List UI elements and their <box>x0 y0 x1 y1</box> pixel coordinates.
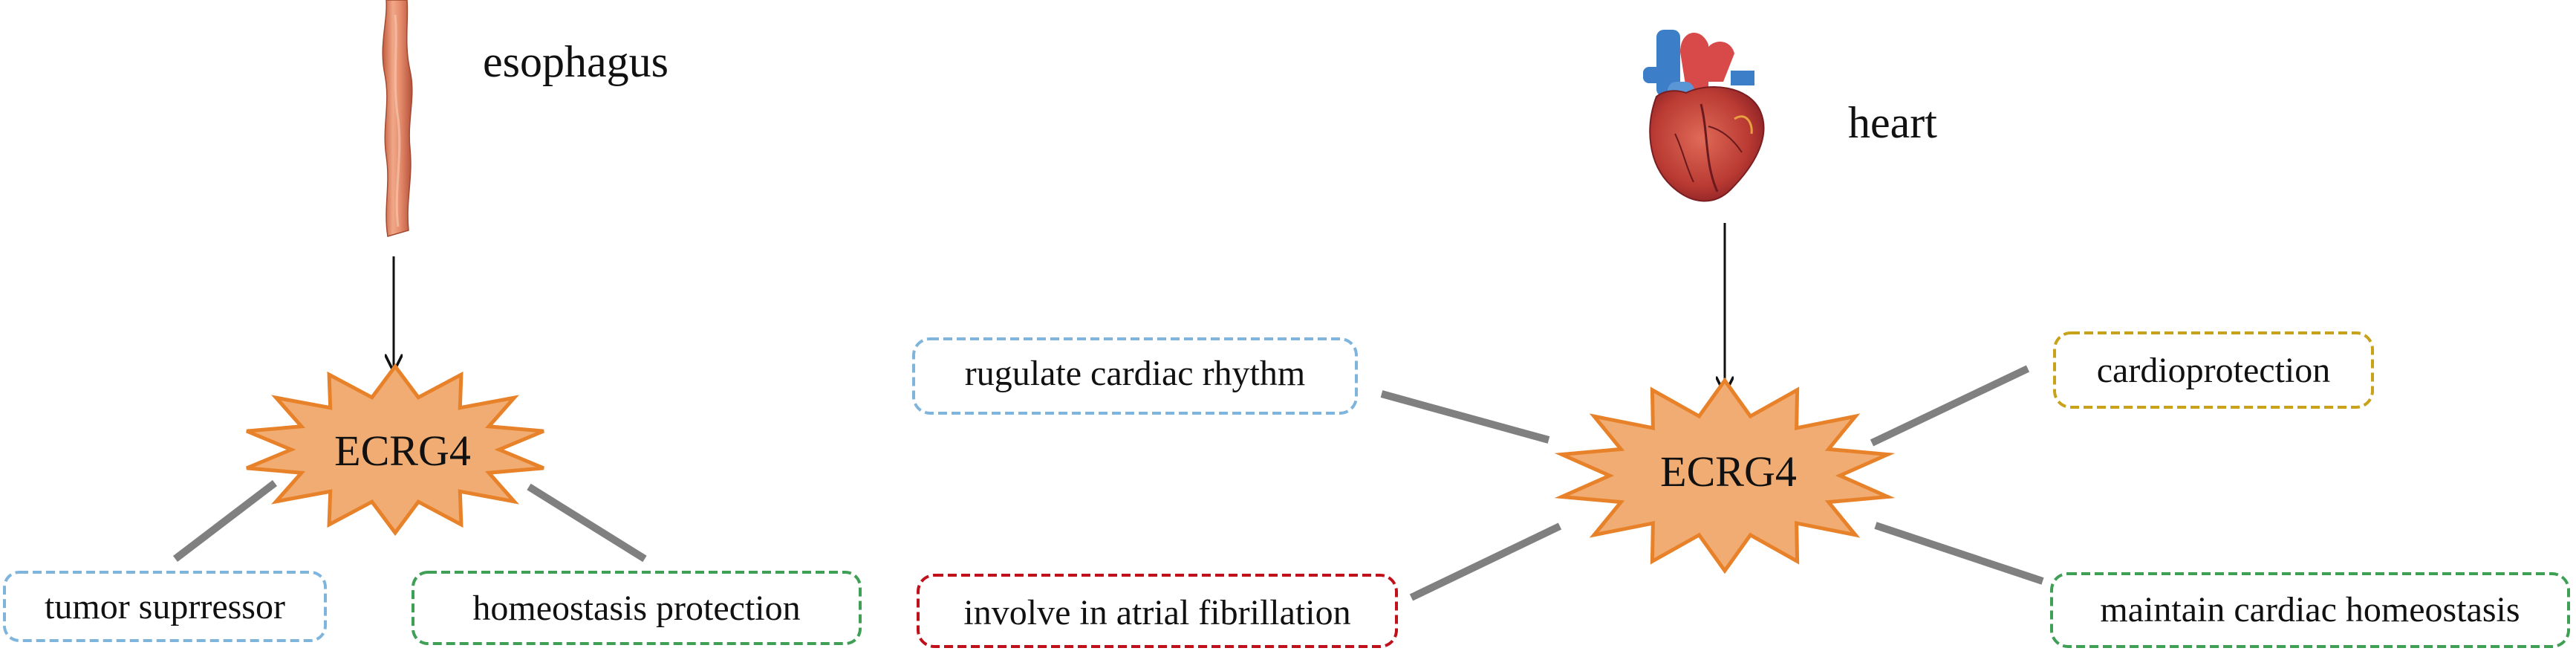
box-label: homeostasis protection <box>472 589 800 628</box>
connector-cardioprotection <box>1870 365 2030 447</box>
box-border <box>917 574 1398 648</box>
esophagus-label: esophagus <box>483 37 669 86</box>
box-label: tumor suprressor <box>45 587 285 626</box>
esophagus-illustration <box>382 0 413 237</box>
connector-cardiac-homeostasis <box>1874 522 2044 585</box>
heart-illustration <box>1643 30 1765 202</box>
box-regulate-cardiac-rhythm: rugulate cardiac rhythm <box>912 337 1358 415</box>
connector-tumor-suppressor <box>172 480 278 562</box>
box-label: maintain cardiac homeostasis <box>2100 590 2520 629</box>
box-border <box>2053 331 2374 409</box>
ecrg4-label-right: ECRG4 <box>1660 447 1797 496</box>
box-border <box>3 571 327 642</box>
heart-label: heart <box>1848 98 1937 147</box>
box-atrial-fibrillation: involve in atrial fibrillation <box>917 574 1398 648</box>
ecrg4-label-left: ECRG4 <box>334 427 471 475</box>
ecrg4-star-right <box>1554 377 1896 574</box>
star-burst <box>246 363 544 537</box>
star-burst <box>1554 377 1896 574</box>
box-maintain-cardiac-homeostasis: maintain cardiac homeostasis <box>2050 572 2570 648</box>
box-homeostasis-protection: homeostasis protection <box>412 571 862 645</box>
box-label: involve in atrial fibrillation <box>963 593 1350 632</box>
box-label: cardioprotection <box>2097 351 2331 390</box>
box-border <box>912 337 1358 415</box>
box-border <box>412 571 862 645</box>
box-label: rugulate cardiac rhythm <box>965 354 1305 393</box>
connector-atrial-fibrillation <box>1409 522 1562 601</box>
connectors <box>172 365 2044 601</box>
ecrg4-star-left <box>246 363 544 537</box>
box-cardioprotection: cardioprotection <box>2053 331 2374 409</box>
connector-regulate-rhythm <box>1380 390 1550 444</box>
connector-homeostasis-protection <box>527 483 647 563</box>
box-border <box>2050 572 2570 648</box>
box-tumor-suppressor: tumor suprressor <box>3 571 327 642</box>
